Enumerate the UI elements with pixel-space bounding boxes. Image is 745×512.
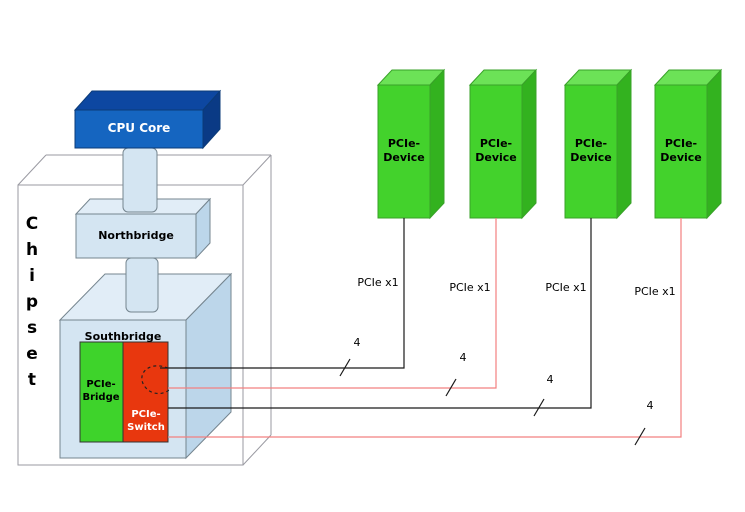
cpu-core-box — [73, 89, 222, 150]
pcie-device-label-3: PCIe- Device — [570, 137, 612, 165]
switch-internal-dashed-arc — [141, 365, 170, 395]
pcie-device-label-1: PCIe- Device — [383, 137, 425, 165]
pcie-device-box-1 — [376, 68, 446, 220]
cpu-core-label: CPU Core — [107, 121, 171, 135]
northbridge-label: Northbridge — [98, 229, 174, 242]
link-type-label-2: PCIe x1 — [449, 281, 491, 294]
bus-width-tick-3 — [533, 398, 545, 417]
bus-width-label-4: 4 — [646, 399, 654, 412]
chipset-edge-top-right — [242, 154, 272, 186]
pcie-device-box-2 — [468, 68, 538, 220]
bus-width-label-1: 4 — [353, 336, 361, 349]
pcie-device-label-4: PCIe- Device — [660, 137, 702, 165]
pcie-bridge-label: PCIe- Bridge — [82, 379, 120, 403]
cpu-northbridge-connector — [122, 147, 158, 213]
bus-width-tick-1 — [339, 358, 351, 377]
pcie-switch-block — [122, 341, 169, 443]
link-line-4 — [168, 218, 682, 438]
southbridge-label: Southbridge — [84, 330, 162, 343]
pcie-bridge-block — [79, 341, 124, 443]
chipset-edge-top-left — [17, 154, 47, 186]
device4-front-face — [654, 84, 708, 219]
bus-width-label-2: 4 — [459, 351, 467, 364]
pcie-device-box-3 — [563, 68, 633, 220]
link-line-1 — [160, 218, 405, 369]
chipset-edge-bottom-right — [242, 434, 272, 466]
link-type-label-4: PCIe x1 — [634, 285, 676, 298]
bus-width-tick-4 — [634, 427, 646, 446]
link-line-2 — [168, 218, 497, 389]
device1-front-face — [377, 84, 431, 219]
link-type-label-3: PCIe x1 — [545, 281, 587, 294]
link-type-label-1: PCIe x1 — [357, 276, 399, 289]
northbridge-front-face — [75, 213, 197, 259]
northbridge-box — [74, 197, 212, 260]
bus-width-tick-2 — [445, 378, 457, 397]
northbridge-southbridge-connector — [125, 257, 159, 313]
cpu-front-face — [74, 109, 204, 149]
chipset-label: Chipset — [22, 214, 42, 396]
pcie-switch-label: PCIe- Switch — [127, 409, 165, 433]
pcie-device-label-2: PCIe- Device — [475, 137, 517, 165]
link-line-3 — [168, 218, 592, 409]
cpu-top-face — [73, 90, 222, 111]
pcie-device-box-4 — [653, 68, 723, 220]
bus-width-label-3: 4 — [546, 373, 554, 386]
device2-front-face — [469, 84, 523, 219]
device3-front-face — [564, 84, 618, 219]
